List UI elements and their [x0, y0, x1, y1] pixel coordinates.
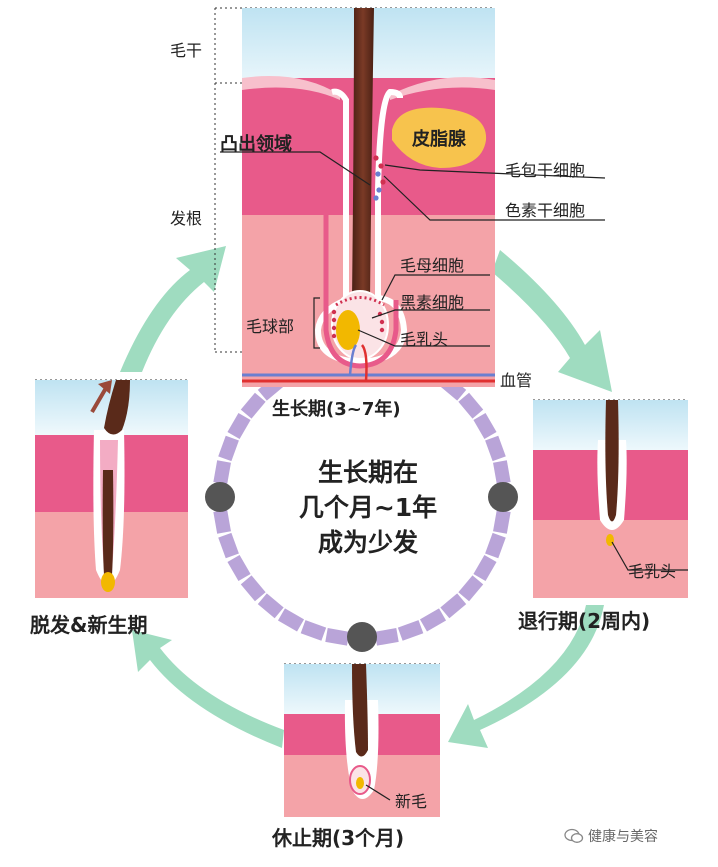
catagen-panel	[533, 399, 688, 598]
ring-dash	[485, 435, 506, 462]
ring-dot-left	[205, 482, 235, 512]
ring-dash	[493, 460, 511, 485]
ring-dash	[218, 435, 239, 462]
exogen-panel	[35, 379, 188, 598]
ring-dash	[227, 554, 251, 582]
watermark: 健康与美容	[588, 829, 658, 845]
ring-dash	[397, 620, 424, 641]
label-dermal-papilla-catagen: 毛乳头	[628, 562, 677, 581]
phase-anagen: 生长期(3~7年)	[272, 399, 401, 420]
label-hair-bulb: 毛球部	[246, 317, 295, 336]
ring-dash	[277, 608, 305, 632]
center-note-line-3: 成为少发	[317, 528, 418, 557]
ring-dash	[240, 392, 266, 419]
ring-dot-bottom	[347, 622, 377, 652]
phase-exogen: 脱发&新生期	[30, 613, 148, 637]
label-follicle-stem-cells: 毛包干细胞	[505, 161, 586, 180]
ring-dot-right	[488, 482, 518, 512]
label-sebaceous-gland: 皮脂腺	[412, 129, 466, 150]
arrow-exogen-to-anagen	[120, 246, 226, 372]
ring-dash	[213, 509, 231, 534]
arrow-telogen-to-exogen	[132, 630, 284, 748]
ring-dash	[473, 412, 497, 440]
cycle-arrows	[120, 246, 612, 748]
shedding-hair	[104, 380, 130, 435]
blood-vessels	[242, 344, 495, 383]
ring-dash	[493, 509, 511, 534]
hair-shaft	[352, 8, 374, 300]
ring-dash	[485, 532, 506, 559]
center-note: 生长期在 几个月~1年 成为少发	[268, 455, 468, 560]
anagen-panel	[214, 7, 606, 387]
ring-dash	[300, 620, 327, 641]
telogen-panel	[284, 663, 440, 817]
phase-telogen: 休止期(3个月)	[272, 826, 405, 850]
ring-dash	[419, 608, 447, 632]
ring-dash	[473, 554, 497, 582]
arrow-anagen-to-catagen	[492, 250, 612, 392]
center-note-line-2: 几个月~1年	[298, 493, 438, 522]
phase-catagen: 退行期(2周内)	[518, 609, 651, 633]
ring-dash	[213, 460, 231, 485]
ring-dash	[458, 392, 484, 419]
ring-dots	[205, 482, 518, 652]
new-hair-bud	[356, 777, 364, 789]
label-hair-shaft: 毛干	[170, 41, 203, 60]
ring-dash	[240, 575, 266, 602]
ring-dash	[374, 628, 399, 646]
ring-dash	[257, 593, 284, 619]
label-blood-vessel: 血管	[500, 371, 533, 390]
ring-dash	[325, 628, 350, 646]
ring-dash	[440, 593, 467, 619]
label-hair-matrix-cells: 毛母细胞	[400, 256, 465, 275]
label-new-hair: 新毛	[395, 792, 428, 811]
wechat-icon	[564, 828, 584, 843]
follicle-stem-cells	[373, 155, 386, 201]
label-melanocytes: 黑素细胞	[400, 293, 465, 312]
label-dermal-papilla: 毛乳头	[400, 330, 449, 349]
center-note-line-1: 生长期在	[317, 458, 418, 487]
label-hair-root: 发根	[170, 209, 203, 228]
dermal-papilla	[336, 310, 360, 350]
ring-dash	[227, 412, 251, 440]
ring-dash	[458, 575, 484, 602]
label-pigment-stem-cells: 色素干细胞	[505, 201, 586, 220]
arrow-catagen-to-telogen	[448, 605, 604, 748]
sebaceous-gland	[392, 107, 487, 168]
label-bulge: 凸出领域	[220, 134, 292, 155]
shed-arrow-icon	[90, 386, 108, 414]
ring-dash	[218, 532, 239, 559]
